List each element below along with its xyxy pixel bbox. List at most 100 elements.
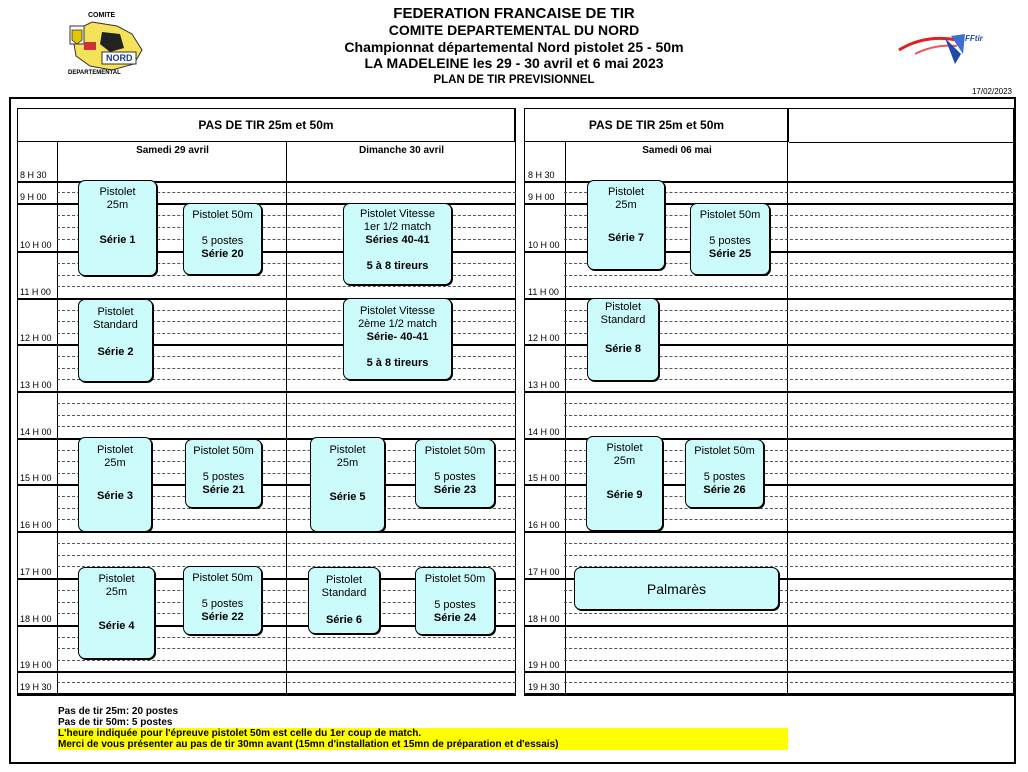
- outer-frame: [9, 97, 1016, 764]
- quarter-line: [57, 601, 516, 603]
- quarter-line: [57, 321, 516, 322]
- quarter-line: [564, 414, 1014, 416]
- time-label: 8 H 30: [528, 170, 555, 180]
- time-label: 8 H 30: [20, 170, 47, 180]
- header-line-4: LA MADELEINE les 29 - 30 avril et 6 mai …: [364, 55, 664, 71]
- hour-line: [524, 484, 1014, 486]
- hour-line: [17, 438, 516, 440]
- time-label: 19 H 00: [20, 660, 52, 670]
- session-text: 2ème 1/2 match: [358, 318, 437, 330]
- quarter-line: [564, 192, 1014, 193]
- session-text: Pistolet Vitesse: [359, 208, 435, 220]
- time-label: 19 H 30: [528, 682, 560, 692]
- time-label: 14 H 00: [20, 427, 52, 437]
- session-serie: Série 25: [708, 248, 752, 260]
- comite-nord-logo: COMITE NORD DEPARTEMENTAL: [62, 12, 148, 82]
- logo-bottom-text: DEPARTEMENTAL: [68, 70, 121, 76]
- quarter-line: [564, 227, 1014, 228]
- quarter-line: [564, 355, 1014, 357]
- time-label: 14 H 00: [528, 427, 560, 437]
- session-text: Pistolet 50m: [192, 572, 253, 584]
- session-text: [686, 458, 763, 471]
- session-text: Pistolet 50m: [193, 445, 254, 457]
- time-label: 10 H 00: [20, 240, 52, 250]
- header-line-3: Championnat départemental Nord pistolet …: [344, 39, 684, 55]
- hour-line: [524, 438, 1014, 440]
- session-text: 5 postes: [201, 235, 244, 247]
- fftir-logo-text: FFtir: [965, 34, 983, 43]
- quarter-line: [57, 449, 516, 451]
- quarter-line: [57, 461, 516, 462]
- time-label: 15 H 00: [528, 473, 560, 483]
- quarter-line: [57, 542, 516, 544]
- hour-line: [17, 251, 516, 253]
- hour-line: [17, 298, 516, 300]
- session-serie: Série 21: [202, 484, 245, 496]
- panel-2-day-1: Samedi 06 mai: [642, 145, 712, 156]
- quarter-line: [564, 274, 1014, 276]
- time-label: 13 H 00: [528, 380, 560, 390]
- session-serie: 5 à 8 tireurs: [366, 357, 429, 369]
- time-label: 9 H 00: [528, 192, 555, 202]
- hour-line: [524, 625, 1014, 627]
- quarter-line: [564, 449, 1014, 451]
- time-label: 11 H 00: [20, 287, 51, 297]
- note-line-1: Pas de tir 25m: 20 postes: [58, 706, 179, 717]
- hour-line: [524, 531, 1014, 533]
- quarter-line: [57, 648, 516, 649]
- quarter-line: [564, 659, 1014, 661]
- session-text: [186, 458, 261, 471]
- quarter-line: [57, 274, 516, 276]
- quarter-line: [564, 554, 1014, 556]
- session-text: Standard: [93, 319, 138, 331]
- header-line-1: FEDERATION FRANCAISE DE TIR: [393, 5, 635, 22]
- print-date: 17/02/2023: [971, 87, 1012, 96]
- session-serie: Série 1: [99, 234, 136, 246]
- quarter-line: [57, 659, 516, 661]
- logo-top-text: COMITE: [88, 12, 116, 19]
- session-text: 1er 1/2 match: [363, 221, 432, 233]
- session-text: Pistolet 50m: [694, 445, 755, 457]
- quarter-line: [57, 682, 516, 683]
- quarter-line: [564, 542, 1014, 544]
- session-serie: Série 4: [98, 620, 135, 632]
- notes: Pas de tir 25m: 20 postes Pas de tir 50m…: [58, 706, 788, 750]
- quarter-line: [564, 309, 1014, 311]
- panel-2-title: PAS DE TIR 25m et 50m: [525, 109, 789, 142]
- session-text: Standard: [321, 587, 367, 599]
- quarter-line: [564, 682, 1014, 683]
- session-serie: [344, 247, 451, 260]
- session-text: 25m: [336, 457, 359, 469]
- time-label: 12 H 00: [528, 333, 560, 343]
- hour-line: [17, 671, 516, 673]
- session-text: 25m: [106, 199, 129, 211]
- session-serie: 5 à 8 tireurs: [366, 260, 429, 272]
- quarter-line: [564, 589, 1014, 591]
- session-text: 5 postes: [434, 471, 476, 483]
- session-serie: Série 8: [604, 343, 642, 355]
- note-line-3: L'heure indiquée pour l'épreuve pistolet…: [58, 728, 788, 739]
- quarter-line: [57, 367, 516, 369]
- time-label: 15 H 00: [20, 473, 52, 483]
- hour-line: [17, 625, 516, 627]
- header-line-5: PLAN DE TIR PREVISIONNEL: [433, 74, 595, 86]
- hour-line: [524, 391, 1014, 393]
- quarter-line: [57, 636, 516, 638]
- quarter-line: [57, 414, 516, 416]
- quarter-line: [564, 262, 1014, 264]
- quarter-line: [564, 379, 1014, 381]
- session-text: 25m: [615, 199, 637, 211]
- palmares-box: Palmarès: [574, 567, 779, 610]
